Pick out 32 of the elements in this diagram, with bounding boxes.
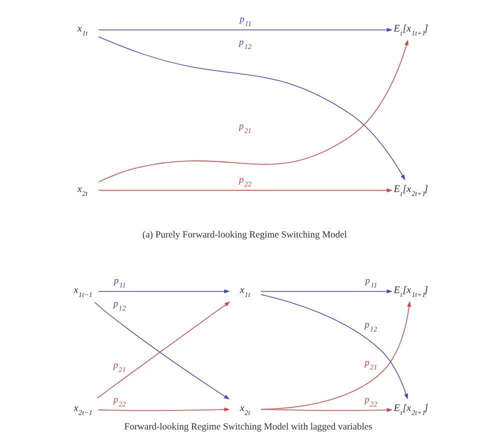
edge-label: p$_{12}$ bbox=[238, 38, 251, 52]
arrow bbox=[98, 188, 392, 192]
edge-label: p$_{11}$ bbox=[113, 276, 126, 290]
node-text: x$_{2t}$ bbox=[239, 402, 250, 417]
edge-label: p$_{12}$ bbox=[112, 300, 126, 313]
arrow bbox=[98, 408, 230, 412]
edge-label: p$_{21}$ bbox=[364, 358, 377, 372]
node-text: x$_{2t}$ bbox=[76, 184, 88, 198]
node-text: x$_{1t−1}$ bbox=[73, 285, 92, 300]
node-text: E$_{t}$[x$_{1t+1}$] bbox=[393, 285, 428, 300]
edge-label: p$_{22}$ bbox=[238, 175, 251, 188]
arrow bbox=[98, 289, 230, 294]
edge-label: p$_{21}$ bbox=[112, 360, 126, 374]
arrow bbox=[260, 300, 411, 410]
node-text: E$_{t}$[x$_{2t+1}$] bbox=[393, 184, 428, 198]
node-text: x$_{1t}$ bbox=[239, 285, 250, 300]
arrow bbox=[260, 294, 408, 400]
edge-label: p$_{22}$ bbox=[364, 395, 377, 408]
arrow bbox=[260, 408, 392, 412]
edge-label: p$_{11}$ bbox=[239, 15, 252, 28]
node-text: x$_{1t}$ bbox=[76, 24, 88, 38]
caption: Forward-looking Regime Switching Model with lagged variables bbox=[124, 422, 372, 433]
edge-label: p$_{22}$ bbox=[112, 395, 126, 408]
edge-label: p$_{21}$ bbox=[238, 122, 251, 135]
arrow bbox=[260, 289, 392, 294]
node-text: x$_{2t−1}$ bbox=[73, 402, 92, 417]
node-text: E$_{t}$[x$_{2t+1}$] bbox=[393, 402, 428, 417]
edge-label: p$_{12}$ bbox=[364, 320, 377, 334]
arrow bbox=[98, 28, 392, 32]
label: (a) Purely Forward-looking Regime Switching Model bbox=[142, 230, 346, 241]
node-text: E$_{t}$[x$_{1t+1}$] bbox=[393, 24, 428, 38]
edge-label: p$_{11}$ bbox=[364, 276, 377, 290]
